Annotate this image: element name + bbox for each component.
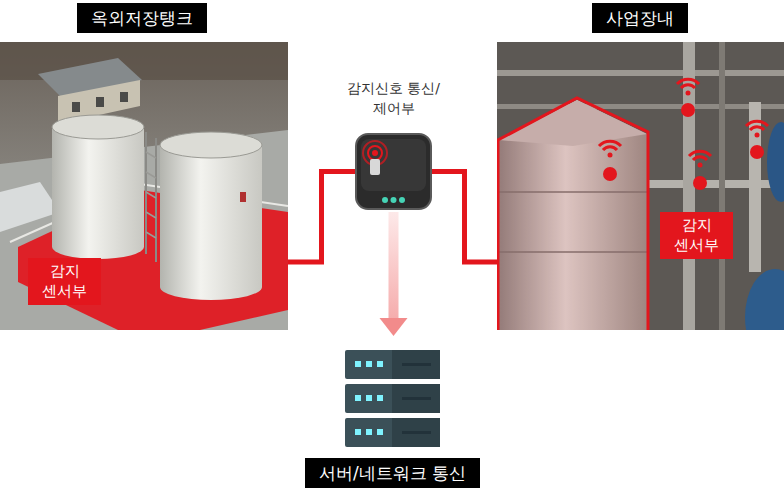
- heading-text: 사업장내: [606, 8, 674, 28]
- sensor-dot: [603, 167, 617, 181]
- pipe: [719, 42, 725, 330]
- connector-line: [389, 212, 399, 320]
- building-window: [96, 97, 104, 107]
- unit-light: [366, 429, 372, 435]
- status-led: [399, 197, 405, 203]
- pipe: [497, 104, 784, 109]
- server-unit: [345, 350, 440, 379]
- connector: [288, 172, 355, 263]
- building-window: [120, 92, 128, 102]
- photo-panel: 옥외저장탱크감지 센서부: [0, 42, 288, 330]
- signal-ring: [368, 146, 382, 160]
- label-text: 서버/네트워크 통신: [319, 463, 466, 483]
- plant-interior-photo: [497, 42, 784, 330]
- unit-light: [366, 395, 372, 401]
- heading-text: 옥외저장탱크: [91, 8, 193, 28]
- tank-left-top: [52, 115, 144, 139]
- unit-light: [366, 361, 372, 367]
- stair-rail: [155, 138, 157, 262]
- sensor-tag-text: 감지 센서부: [42, 262, 87, 301]
- server-unit: [345, 384, 440, 413]
- device-heading: 감지신호 통신/제어부: [338, 78, 450, 119]
- unit-light: [355, 361, 361, 367]
- unit-side: [392, 418, 440, 447]
- unit-slot: [402, 363, 431, 366]
- unit-light: [355, 395, 361, 401]
- wifi-icon: [677, 79, 699, 95]
- tank-outline: [498, 98, 648, 330]
- photo-ground: [0, 42, 288, 330]
- tank-right-body: [160, 145, 262, 300]
- sensor-tag: 감지 센서부: [660, 212, 733, 259]
- controller-node: 감지신호 통신/제어부: [355, 133, 432, 210]
- wifi-icon: [746, 121, 768, 137]
- stair-steps: [146, 152, 156, 238]
- connector-line: [432, 172, 497, 263]
- unit-light: [377, 429, 383, 435]
- wifi-icon: [599, 141, 621, 157]
- blue-tank: [767, 122, 784, 202]
- status-led: [382, 197, 388, 203]
- tank-right-top: [160, 132, 262, 158]
- tank-left-body: [52, 127, 144, 259]
- arrow-head: [380, 318, 408, 336]
- connector: [380, 212, 408, 336]
- pipe: [647, 180, 784, 188]
- device-case: [356, 134, 431, 209]
- panel-heading: 옥외저장탱크: [77, 3, 207, 33]
- connector-line: [288, 172, 355, 263]
- connector: [432, 172, 497, 263]
- server-unit: [345, 418, 440, 447]
- unit-slot: [402, 397, 431, 400]
- server-label: 서버/네트워크 통신: [305, 458, 480, 488]
- server-icon: [345, 350, 440, 447]
- controller-device-icon: [355, 133, 432, 210]
- unit-light: [377, 395, 383, 401]
- heading-text: 감지신호 통신/제어부: [347, 80, 440, 117]
- unit-front: [345, 350, 440, 379]
- photo-panel: 사업장내감지 센서부: [497, 42, 784, 330]
- unit-light: [377, 361, 383, 367]
- unit-light: [355, 429, 361, 435]
- unit-front: [345, 418, 440, 447]
- server-node: 서버/네트워크 통신: [345, 350, 440, 447]
- unit-front: [345, 384, 440, 413]
- photo-ground: [497, 42, 784, 330]
- sensor-tag-text: 감지 센서부: [674, 216, 719, 255]
- unit-side: [392, 384, 440, 413]
- signal-dot: [372, 150, 378, 156]
- device-face: [361, 139, 426, 191]
- unit-slot: [402, 431, 431, 434]
- panel-heading: 사업장내: [592, 3, 688, 33]
- sensor-dot: [693, 176, 707, 190]
- sensor-dot: [681, 103, 695, 117]
- status-led: [391, 197, 397, 203]
- sensor-tag: 감지 센서부: [28, 258, 101, 305]
- wifi-icon: [689, 151, 711, 167]
- blue-tank: [745, 269, 784, 330]
- pipe: [497, 70, 784, 76]
- building-window: [72, 102, 80, 112]
- sensor-dot: [750, 145, 764, 159]
- sensor-plug: [370, 159, 380, 175]
- unit-side: [392, 350, 440, 379]
- tank-plate: [240, 192, 246, 202]
